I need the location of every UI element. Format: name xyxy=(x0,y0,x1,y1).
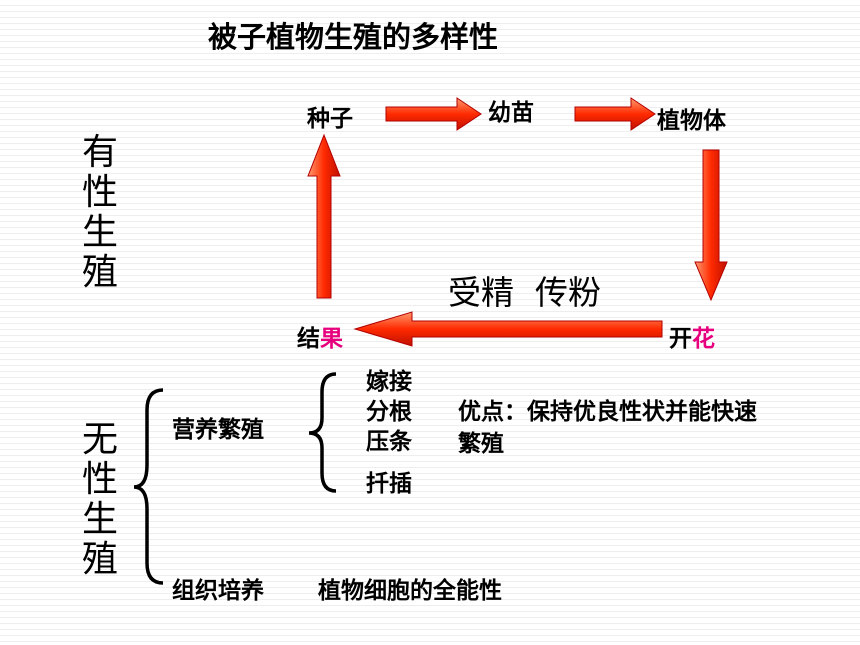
totipotency: 植物细胞的全能性 xyxy=(318,578,502,604)
node-fruit: 结果 xyxy=(297,319,343,353)
vegetative-propagation: 营养繁殖 xyxy=(172,417,264,443)
label-char: 殖 xyxy=(81,539,118,580)
label-char: 生 xyxy=(81,499,118,540)
arrow-plant-to-flower xyxy=(694,149,728,302)
node-plant: 植物体 xyxy=(657,108,726,134)
label-char: 生 xyxy=(81,212,118,253)
label-char: 殖 xyxy=(81,252,118,293)
vegetative-methods: 嫁接 分根 压条 扦插 xyxy=(366,367,412,499)
node-flower: 开花 xyxy=(669,319,715,353)
label-char: 性 xyxy=(81,172,118,213)
arrow-flower-to-fruit xyxy=(353,311,663,347)
page-title: 被子植物生殖的多样性 xyxy=(208,20,499,54)
label-char: 无 xyxy=(81,419,118,460)
small-brace xyxy=(308,372,337,493)
process-label: 受精 传粉 xyxy=(448,273,601,312)
flower-prefix: 开 xyxy=(669,326,692,352)
advantage-line-2: 繁殖 xyxy=(458,431,504,457)
arrow-fruit-to-seed xyxy=(307,133,341,299)
asexual-reproduction-label: 无 性 生 殖 xyxy=(80,420,120,580)
method-item: 嫁接 xyxy=(366,369,412,395)
sexual-reproduction-label: 有 性 生 殖 xyxy=(80,133,120,293)
fruit-prefix: 结 xyxy=(297,326,320,352)
arrow-seed-to-seedling xyxy=(385,97,482,131)
node-seed: 种子 xyxy=(307,106,353,132)
node-seedling: 幼苗 xyxy=(488,100,534,126)
method-item: 分根 xyxy=(366,399,412,425)
method-item: 扦插 xyxy=(366,471,412,497)
flower-highlight: 花 xyxy=(692,326,715,352)
large-brace xyxy=(133,388,164,585)
arrow-seedling-to-plant xyxy=(574,97,656,131)
tissue-culture: 组织培养 xyxy=(172,578,264,604)
label-char: 性 xyxy=(81,459,118,500)
fruit-highlight: 果 xyxy=(320,326,343,352)
label-char: 有 xyxy=(81,132,118,173)
method-item: 压条 xyxy=(366,429,412,455)
advantage-text: 优点：保持优良性状并能快速 繁殖 xyxy=(458,396,757,460)
advantage-line-1: 优点：保持优良性状并能快速 xyxy=(458,399,757,425)
